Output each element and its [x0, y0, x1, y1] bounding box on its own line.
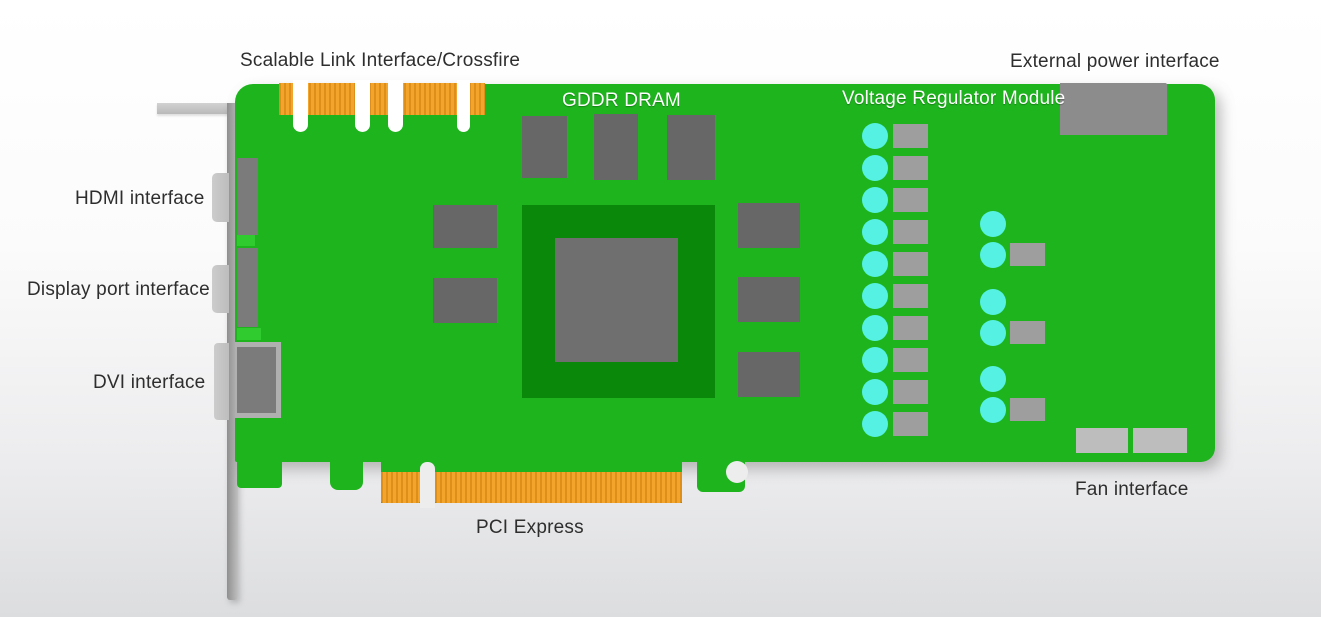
dram-chip: [738, 277, 800, 322]
pcie-hook-notch: [726, 461, 748, 483]
capacitor-icon: [980, 320, 1006, 346]
displayport-connector: [237, 248, 258, 327]
pcb-board: [235, 84, 1215, 462]
pcie-gold-fingers-long: [435, 472, 682, 503]
dvi-connector: [237, 347, 276, 413]
pcie-label: PCI Express: [476, 517, 584, 538]
mounting-bracket: [227, 103, 238, 600]
sli-notch: [457, 80, 470, 132]
pcie-gold-fingers-short: [381, 472, 420, 503]
sli-notch: [293, 80, 308, 132]
vrm-pad: [1010, 398, 1045, 421]
capacitor-icon: [980, 211, 1006, 237]
capacitor-icon: [862, 187, 888, 213]
pcb-strip-1: [237, 235, 255, 246]
vrm-pad: [893, 124, 928, 148]
fan-header-pad-1: [1076, 428, 1128, 453]
dram-chip: [433, 278, 497, 323]
dram-chip: [738, 352, 800, 397]
sli-gold-fingers: [279, 83, 485, 115]
external-power-label: External power interface: [1010, 51, 1220, 72]
fan-header-pad-2: [1133, 428, 1187, 453]
dram-chip: [667, 115, 715, 180]
vrm-pad: [893, 412, 928, 436]
capacitor-icon: [862, 315, 888, 341]
dram-chip: [433, 205, 497, 248]
vrm-pad: [1010, 243, 1045, 266]
vrm-pad: [1010, 321, 1045, 344]
vrm-pad: [893, 252, 928, 276]
vrm-label: Voltage Regulator Module: [842, 88, 1066, 109]
dram-chip: [594, 114, 638, 180]
capacitor-icon: [980, 366, 1006, 392]
sli-notch: [355, 80, 370, 132]
dram-chip: [522, 116, 567, 178]
capacitor-icon: [862, 379, 888, 405]
vrm-pad: [893, 348, 928, 372]
capacitor-icon: [862, 283, 888, 309]
hdmi-label: HDMI interface: [75, 188, 205, 209]
fan-label: Fan interface: [1075, 479, 1189, 500]
pcb-strip-2: [237, 328, 261, 340]
sli-notch: [388, 80, 403, 132]
displayport-port-stub: [212, 265, 229, 313]
vrm-pad: [893, 188, 928, 212]
capacitor-icon: [862, 411, 888, 437]
pcb-bottom-tab-left: [237, 455, 282, 488]
capacitor-icon: [980, 397, 1006, 423]
capacitor-icon: [862, 251, 888, 277]
pcb-bottom-tab-mid: [330, 455, 363, 490]
hdmi-connector: [237, 158, 258, 235]
pcie-key-slot: [420, 462, 435, 508]
capacitor-icon: [980, 242, 1006, 268]
vrm-pad: [893, 156, 928, 180]
dvi-port-stub: [214, 343, 229, 420]
vrm-pad: [893, 316, 928, 340]
capacitor-icon: [862, 155, 888, 181]
hdmi-port-stub: [212, 173, 229, 222]
vrm-pad: [893, 380, 928, 404]
sli-label: Scalable Link Interface/Crossfire: [240, 50, 521, 71]
vrm-pad: [893, 220, 928, 244]
dvi-label: DVI interface: [93, 372, 206, 393]
displayport-label: Display port interface: [27, 279, 210, 300]
gddr-label: GDDR DRAM: [562, 90, 681, 111]
external-power-connector: [1060, 83, 1167, 135]
capacitor-icon: [862, 219, 888, 245]
vrm-pad: [893, 284, 928, 308]
bracket-top-tab: [157, 103, 237, 114]
capacitor-icon: [862, 123, 888, 149]
capacitor-icon: [862, 347, 888, 373]
capacitor-icon: [980, 289, 1006, 315]
dram-chip: [738, 203, 800, 248]
gpu-die: [555, 238, 678, 362]
